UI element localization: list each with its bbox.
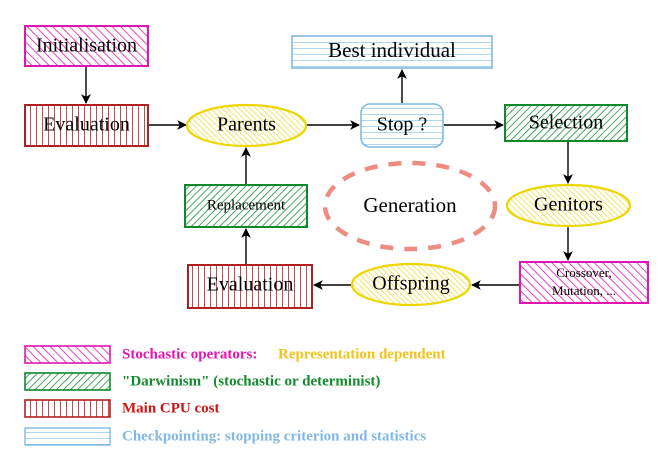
- node-evaluation-bottom-label: Evaluation: [207, 274, 294, 296]
- node-parents[interactable]: Parents: [185, 103, 308, 148]
- node-evaluation-top-box: [24, 104, 149, 147]
- node-best-individual-box: [291, 35, 493, 69]
- node-parents-label: Parents: [217, 114, 276, 136]
- node-genitors-label: Genitors: [534, 194, 603, 216]
- node-evaluation-top[interactable]: Evaluation: [24, 104, 149, 147]
- legend-item-darwinism[interactable]: "Darwinism" (stochastic or determinist): [24, 372, 380, 391]
- legend-label-stochastic-operators: Stochastic operators:: [122, 346, 257, 362]
- legend-label-checkpointing: Checkpointing: stopping criterion and st…: [122, 428, 426, 444]
- node-selection-box: [504, 104, 628, 142]
- edges-layer: [81, 66, 573, 290]
- node-best-individual-label: Best individual: [328, 38, 456, 62]
- legend-swatch-magenta-diagonal: [24, 345, 111, 364]
- node-crossover-mutation-box: [519, 261, 649, 304]
- node-initialisation-box: [24, 25, 149, 67]
- node-stop-box: [360, 103, 444, 148]
- node-crossover-mutation-label-line1: Crossover,: [556, 265, 611, 280]
- legend-item-stochastic-operators[interactable]: Stochastic operators: Representation dep…: [24, 345, 446, 364]
- node-selection-label: Selection: [529, 112, 603, 134]
- node-evaluation-bottom[interactable]: Evaluation: [187, 264, 313, 309]
- node-offspring-ellipse: [350, 262, 472, 307]
- legend-label-representation-dependent: Representation dependent: [278, 346, 446, 362]
- node-initialisation[interactable]: Initialisation: [24, 25, 149, 67]
- node-selection[interactable]: Selection: [504, 104, 628, 142]
- node-crossover-mutation-label-line2: Mutation, ...: [552, 283, 616, 298]
- node-replacement[interactable]: Replacement: [184, 184, 308, 228]
- legend-label-main-cpu-cost: Main CPU cost: [122, 400, 220, 416]
- legend-label-darwinism: "Darwinism" (stochastic or determinist): [122, 373, 380, 389]
- node-generation[interactable]: Generation: [322, 160, 498, 252]
- node-crossover-mutation[interactable]: Crossover, Mutation, ...: [519, 261, 649, 304]
- legend: Stochastic operators: Representation dep…: [24, 345, 446, 446]
- node-parents-ellipse: [185, 103, 308, 148]
- node-stop[interactable]: Stop ?: [360, 103, 444, 148]
- node-initialisation-label: Initialisation: [36, 35, 137, 57]
- node-replacement-label: Replacement: [207, 197, 286, 213]
- legend-swatch-red-vertical: [24, 399, 111, 418]
- legend-item-checkpointing[interactable]: Checkpointing: stopping criterion and st…: [24, 427, 426, 446]
- node-genitors[interactable]: Genitors: [505, 183, 632, 228]
- node-evaluation-top-label: Evaluation: [43, 114, 130, 136]
- node-generation-label: Generation: [363, 193, 457, 217]
- node-evaluation-bottom-box: [187, 264, 313, 309]
- node-offspring-label: Offspring: [372, 273, 449, 295]
- node-genitors-ellipse: [505, 183, 632, 228]
- node-best-individual[interactable]: Best individual: [291, 35, 493, 69]
- legend-item-main-cpu-cost[interactable]: Main CPU cost: [24, 399, 220, 418]
- legend-swatch-green-diagonal: [24, 372, 111, 391]
- node-replacement-box: [184, 184, 308, 228]
- node-offspring[interactable]: Offspring: [350, 262, 472, 307]
- node-stop-label: Stop ?: [377, 114, 428, 136]
- legend-swatch-blue-horizontal: [24, 427, 111, 446]
- generation-dashed-ellipse: [322, 160, 498, 252]
